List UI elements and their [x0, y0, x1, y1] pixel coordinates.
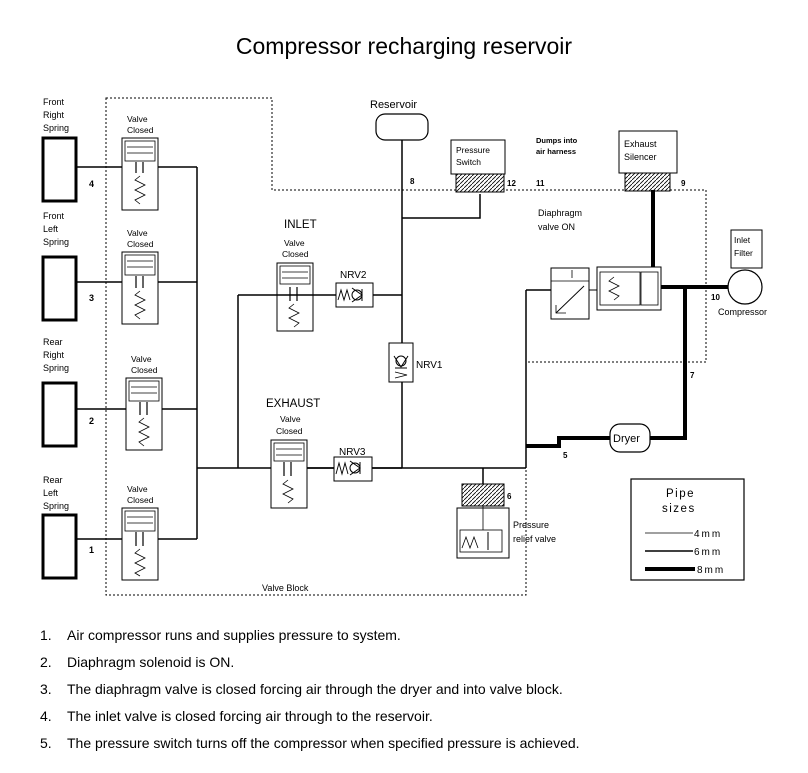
valve-label: Valve Closed: [127, 228, 154, 249]
diaphragm-valve: Diaphragm valve ON: [538, 208, 662, 320]
compressor: Inlet Filter Compressor 10: [711, 229, 767, 317]
step-text: The inlet valve is closed forcing air th…: [67, 708, 433, 724]
port-5-label: 5: [563, 451, 568, 460]
spring-body: [41, 513, 78, 580]
valve-block-boundary: [105, 97, 707, 596]
list-item: 3. The diaphragm valve is closed forcing …: [40, 680, 580, 707]
legend-title: Pipe sizes: [662, 488, 700, 515]
port-9-label: 9: [681, 179, 686, 188]
pipe-sizes-legend: Pipe sizes 4mm 6mm 8mm: [630, 478, 745, 581]
reservoir: Reservoir 8: [370, 99, 429, 186]
legend-label-8mm: 8mm: [697, 565, 725, 576]
nrv2-label: NRV2: [340, 270, 367, 281]
nrv1-label: NRV1: [416, 360, 443, 371]
internal-pipes: [237, 140, 551, 484]
relief-valve-label: Pressure relief valve: [513, 520, 556, 544]
valve-block-label: Valve Block: [262, 583, 309, 593]
list-item: 5. The pressure switch turns off the comp…: [40, 734, 580, 761]
valve-label: Valve Closed: [276, 414, 303, 436]
port-label: 3: [89, 293, 94, 303]
nrv1-check-valve: NRV1: [388, 342, 443, 383]
pressure-switch: Pressure Switch 12: [450, 139, 516, 193]
spring-label: Rear Right Spring: [43, 337, 69, 373]
exhaust-label: EXHAUST: [266, 398, 320, 410]
spring-body: [41, 255, 78, 322]
legend-label-4mm: 4mm: [694, 529, 722, 540]
reservoir-label: Reservoir: [370, 99, 417, 111]
port-11-label: 11: [536, 179, 545, 188]
valve-label: Valve Closed: [127, 114, 154, 135]
step-list: 1. Air compressor runs and supplies press…: [40, 626, 580, 761]
main-pipes-8mm: [526, 190, 728, 448]
inlet-valve: INLET Valve Closed: [276, 219, 317, 332]
valve-rear-right: Valve Closed: [125, 354, 163, 451]
spring-label: Front Left Spring: [43, 211, 69, 247]
spring-label: Rear Left Spring: [43, 475, 69, 511]
legend-label-6mm: 6mm: [694, 547, 722, 558]
pneumatic-diagram: Valve Block Front Right Spring 4 Front L…: [41, 97, 767, 596]
nrv3-check-valve: NRV3: [333, 447, 373, 482]
spring-rear-right: Rear Right Spring 2: [41, 337, 94, 448]
dryer: Dryer: [609, 423, 651, 453]
dumps-label: Dumps into air harness: [536, 136, 579, 156]
port-label: 1: [89, 545, 94, 555]
page-title: Compressor recharging reservoir: [235, 33, 573, 59]
valve-front-left: Valve Closed: [121, 228, 159, 325]
step-number: 4.: [40, 708, 52, 724]
valve-rear-left: Valve Closed: [121, 484, 159, 581]
exhaust-valve: EXHAUST Valve Closed: [266, 398, 320, 509]
spring-body: [41, 381, 78, 448]
step-number: 5.: [40, 735, 52, 751]
valve-label: Valve Closed: [282, 238, 309, 259]
list-item: 1. Air compressor runs and supplies press…: [40, 626, 580, 653]
step-text: Air compressor runs and supplies pressur…: [67, 627, 401, 643]
valve-front-right: Valve Closed: [121, 114, 159, 211]
spring-label: Front Right Spring: [43, 97, 69, 133]
port-12-label: 12: [507, 179, 516, 188]
dryer-label: Dryer: [613, 433, 640, 445]
step-text: The pressure switch turns off the compre…: [67, 735, 580, 751]
spring-front-left: Front Left Spring 3: [41, 211, 94, 322]
inlet-filter-label: Inlet Filter: [734, 235, 753, 258]
pressure-switch-label: Pressure Switch: [456, 145, 492, 167]
list-item: 2. Diaphragm solenoid is ON.: [40, 653, 580, 680]
spring-rear-left: Rear Left Spring 1: [41, 475, 94, 580]
step-number: 1.: [40, 627, 52, 643]
compressor-label: Compressor: [718, 307, 767, 317]
pressure-relief-valve: 6 Pressure relief valve: [456, 483, 556, 559]
valve-label: Valve Closed: [131, 354, 158, 375]
port-6-label: 6: [507, 492, 512, 501]
nrv3-label: NRV3: [339, 447, 366, 458]
step-text: The diaphragm valve is closed forcing ai…: [67, 681, 563, 697]
port-8-label: 8: [410, 177, 415, 186]
exhaust-silencer: Exhaust Silencer 9: [618, 130, 686, 192]
step-text: Diaphragm solenoid is ON.: [67, 654, 235, 670]
port-label: 4: [89, 179, 94, 189]
step-number: 2.: [40, 654, 52, 670]
step-number: 3.: [40, 681, 52, 697]
port-10-label: 10: [711, 293, 720, 302]
exhaust-silencer-label: Exhaust Silencer: [624, 139, 659, 162]
inlet-label: INLET: [284, 219, 317, 231]
port-7-label: 7: [690, 371, 695, 380]
spring-front-right: Front Right Spring 4: [41, 97, 94, 203]
nrv2-check-valve: NRV2: [335, 270, 374, 308]
spring-body: [41, 136, 78, 203]
diaphragm-label: Diaphragm valve ON: [538, 208, 585, 232]
list-item: 4. The inlet valve is closed forcing air …: [40, 707, 580, 734]
valve-label: Valve Closed: [127, 484, 154, 505]
port-label: 2: [89, 416, 94, 426]
